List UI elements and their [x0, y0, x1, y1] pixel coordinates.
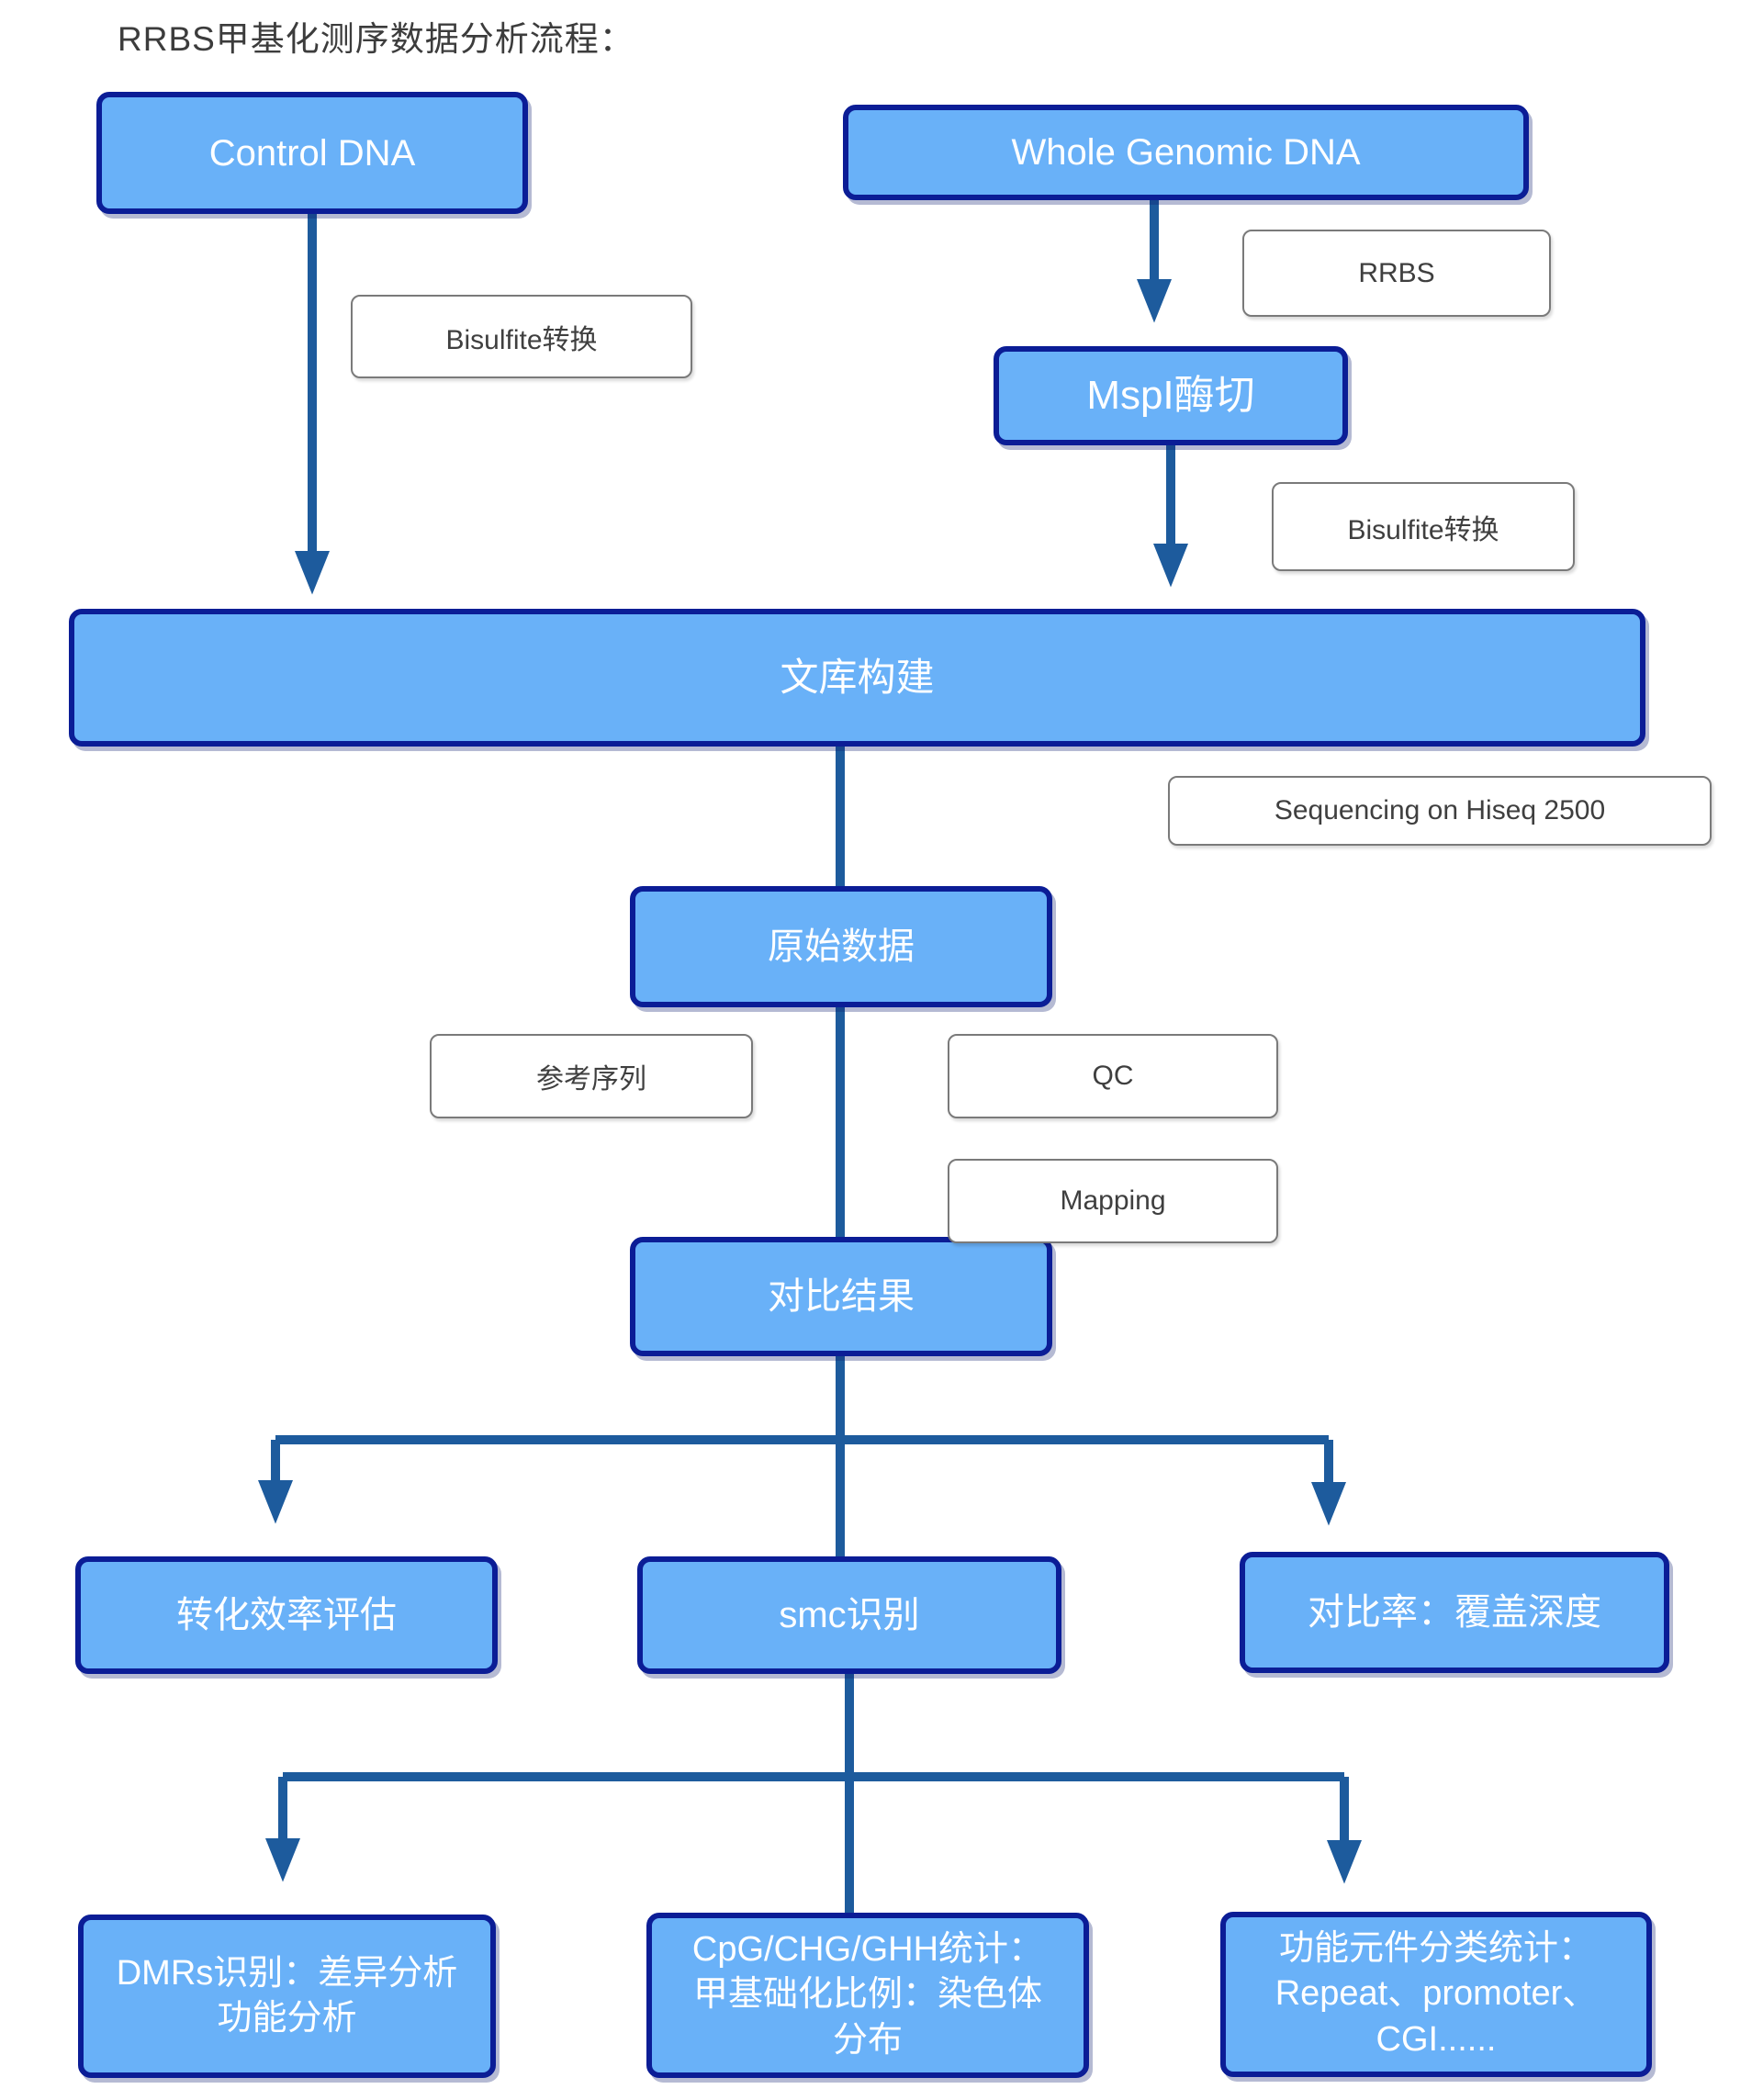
label-reference: 参考序列	[430, 1034, 753, 1118]
node-functional-elements: 功能元件分类统计： Repeat、promoter、 CGI......	[1220, 1912, 1652, 2077]
node-conversion-efficiency: 转化效率评估	[75, 1556, 498, 1674]
node-cpg-chg-ghh-stats: CpG/CHG/GHH统计： 甲基础化比例：染色体 分布	[646, 1913, 1089, 2078]
node-raw-data: 原始数据	[630, 886, 1052, 1007]
node-control-dna: Control DNA	[96, 92, 528, 214]
label-mapping: Mapping	[948, 1159, 1278, 1243]
node-mspi-digestion: MspI酶切	[994, 346, 1348, 445]
label-bisulfite-right: Bisulfite转换	[1272, 482, 1575, 571]
node-alignment-rate-coverage: 对比率：覆盖深度	[1240, 1552, 1669, 1673]
node-whole-genomic-dna: Whole Genomic DNA	[843, 105, 1529, 200]
node-library-construction: 文库构建	[69, 609, 1645, 747]
node-smc-identification: smc识别	[637, 1556, 1061, 1674]
node-alignment-result: 对比结果	[630, 1237, 1052, 1356]
node-dmrs-identification: DMRs识别：差异分析 功能分析	[78, 1915, 496, 2078]
label-sequencing: Sequencing on Hiseq 2500	[1168, 776, 1712, 846]
label-rrbs: RRBS	[1242, 230, 1551, 317]
page-title: RRBS甲基化测序数据分析流程：	[118, 20, 634, 58]
label-bisulfite-left: Bisulfite转换	[351, 295, 692, 378]
label-qc: QC	[948, 1034, 1278, 1118]
